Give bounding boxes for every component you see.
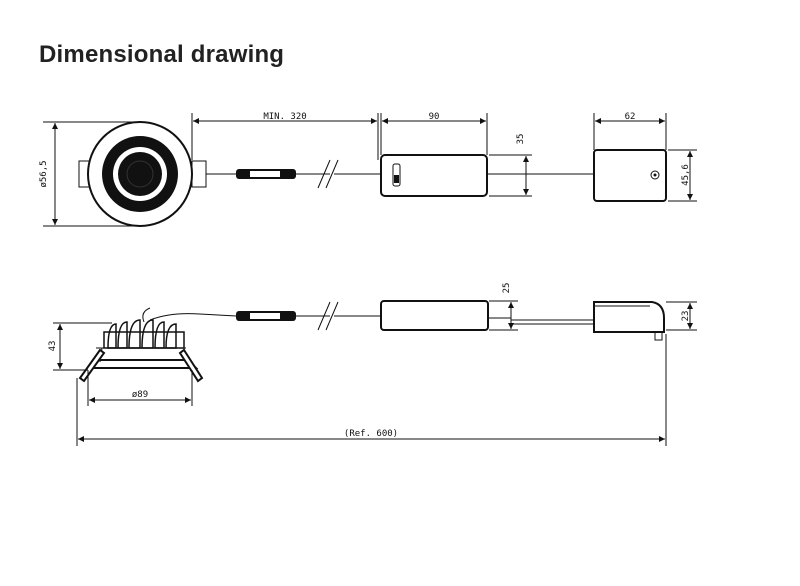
- dim-driver-length: 90: [380, 112, 488, 155]
- dim-driver-length-label: 90: [429, 112, 440, 122]
- dim-cable-min: MIN. 320: [191, 112, 379, 160]
- dim-cutout-diameter-label: ø89: [132, 390, 148, 400]
- top-view: ø56,5 MIN. 320 90 35 62: [39, 112, 697, 227]
- dim-junction-length: 62: [593, 112, 667, 150]
- driver-top: [380, 154, 488, 197]
- dim-driver-height-side: 25: [489, 283, 518, 331]
- dim-junction-height-side-label: 23: [681, 311, 691, 322]
- dim-driver-height-top-label: 35: [516, 134, 526, 145]
- side-view: 43 ø89 25 23 (Ref. 600): [48, 283, 697, 446]
- dim-junction-height-top-label: 45,6: [681, 164, 691, 186]
- junction-box-side: [593, 301, 665, 341]
- dim-lamp-diameter-front: ø56,5: [39, 121, 140, 227]
- lamp-side-view: [78, 307, 237, 383]
- driver-side: [380, 300, 594, 331]
- junction-box-top: [593, 149, 667, 202]
- dim-junction-height-side: 23: [666, 301, 697, 331]
- dim-lamp-height-label: 43: [48, 341, 58, 352]
- lamp-front-view: [78, 121, 207, 227]
- dim-cutout-diameter: ø89: [87, 370, 193, 406]
- dim-lamp-height: 43: [48, 322, 112, 371]
- dim-junction-length-label: 62: [625, 112, 636, 122]
- dim-driver-height-top: 35: [489, 134, 532, 197]
- dim-lamp-diameter-front-label: ø56,5: [39, 160, 49, 187]
- cable-side: [236, 301, 381, 331]
- dim-junction-height-top: 45,6: [668, 149, 697, 202]
- cable-top: [206, 159, 381, 189]
- dim-total-length-label: (Ref. 600): [344, 429, 398, 439]
- dim-total-length: (Ref. 600): [76, 334, 667, 446]
- dim-driver-height-side-label: 25: [502, 283, 512, 294]
- dim-cable-min-label: MIN. 320: [263, 112, 306, 122]
- page-title: Dimensional drawing: [39, 41, 285, 68]
